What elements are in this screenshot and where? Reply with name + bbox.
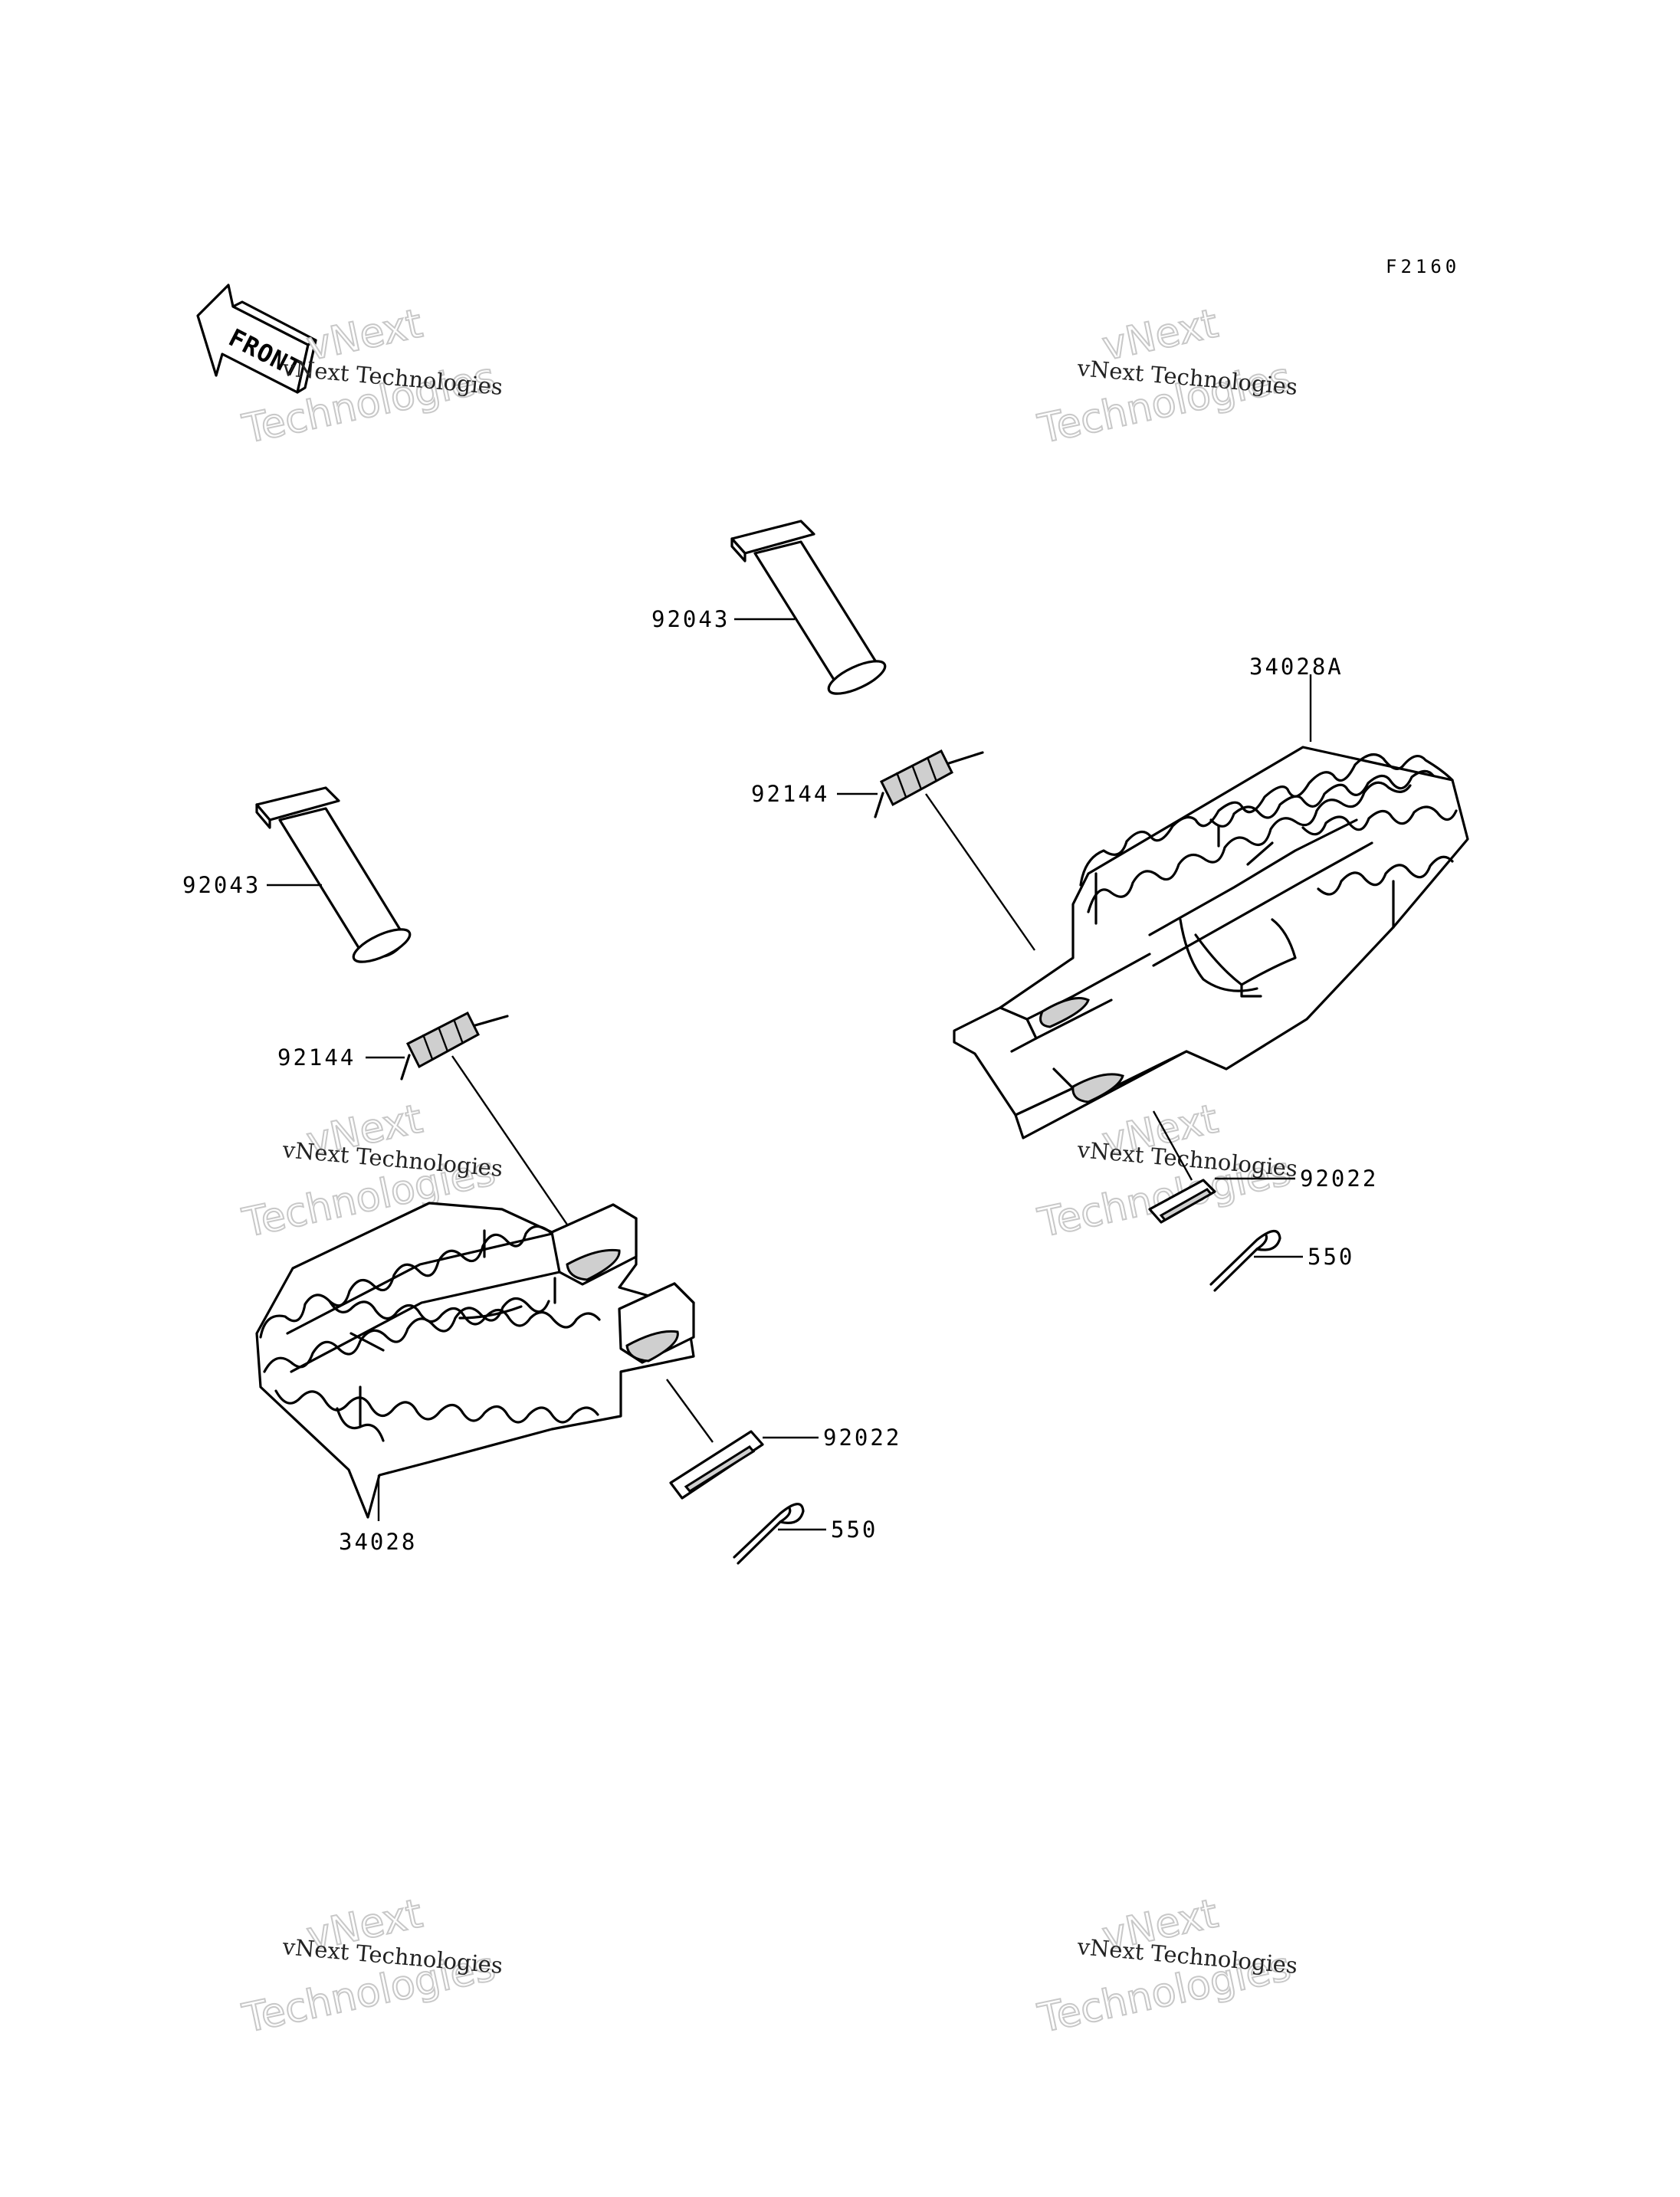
label-pin-left: 92043 — [182, 872, 261, 898]
label-cotter-left: 550 — [831, 1517, 878, 1543]
label-washer-left: 92022 — [823, 1425, 901, 1451]
label-washer-right: 92022 — [1300, 1166, 1378, 1192]
watermark: vNext Technologies vNext Technologies — [1033, 300, 1298, 453]
leader-spring-right-axis — [925, 793, 1035, 951]
leader-washer-left-axis — [666, 1379, 714, 1443]
leader-spring-left-axis — [451, 1055, 568, 1225]
pin-left — [255, 786, 412, 963]
watermark: vNext Technologies vNext Technologies — [1033, 1890, 1298, 2042]
figure-code: F2160 — [1386, 256, 1460, 277]
label-footpeg-left: 34028 — [339, 1529, 417, 1555]
footpeg-left — [255, 1202, 695, 1519]
pin-right — [730, 520, 887, 695]
label-spring-left: 92144 — [277, 1044, 356, 1071]
washer-right — [1148, 1179, 1216, 1224]
label-cotter-right: 550 — [1308, 1244, 1354, 1270]
label-footpeg-right: 34028A — [1249, 654, 1344, 680]
spring-right — [874, 749, 984, 818]
label-spring-right: 92144 — [751, 781, 829, 807]
spring-left — [400, 1011, 509, 1080]
label-pin-right: 92043 — [651, 606, 730, 632]
cotter-left — [733, 1503, 805, 1565]
watermark: vNext Technologies vNext Technologies — [238, 1890, 504, 2042]
front-direction-arrow-icon: FRONT — [196, 284, 317, 394]
watermark: vNext Technologies vNext Technologies — [1033, 1095, 1298, 1247]
leader-washer-right-axis — [1152, 1110, 1193, 1181]
washer-left — [669, 1430, 764, 1500]
footpeg-right — [953, 746, 1469, 1139]
cotter-right — [1209, 1229, 1281, 1292]
